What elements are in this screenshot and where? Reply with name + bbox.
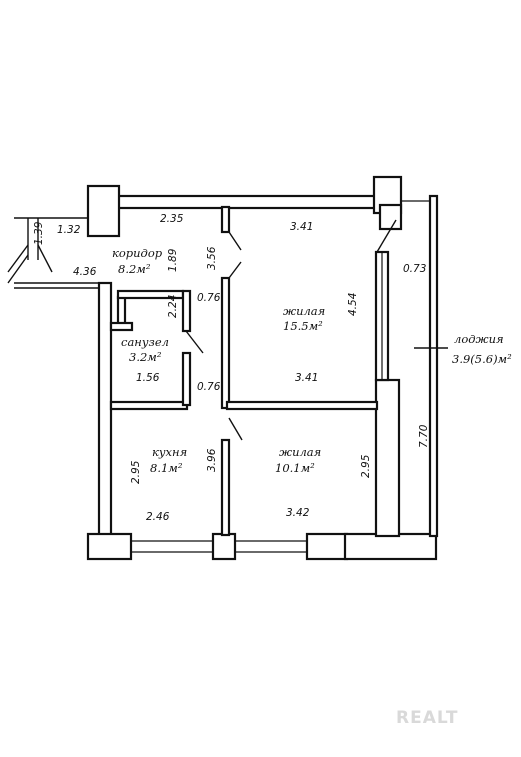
dim-0-76-a: 0.76 <box>197 292 221 304</box>
living-small-name: жилая <box>279 445 321 459</box>
dim-3-96: 3.96 <box>206 448 218 472</box>
loggia-area: 3.9(5.6)м² <box>452 352 512 366</box>
bathroom-lower-right <box>181 351 192 407</box>
dim-1-56: 1.56 <box>136 372 160 384</box>
living-small-area: 10.1м² <box>275 461 315 475</box>
pillar-bottom-right <box>305 532 349 561</box>
dim-7-70: 7.70 <box>418 424 430 448</box>
top-wall <box>116 194 378 210</box>
dim-3-56: 3.56 <box>206 246 218 270</box>
door-bathroom <box>185 330 204 354</box>
dim-2-95-right: 2.95 <box>360 454 372 478</box>
corridor-area: 8.2м² <box>118 262 151 276</box>
right-wall <box>374 378 401 538</box>
walls <box>86 175 439 561</box>
door-bedroom-large-2 <box>228 261 242 279</box>
loggia-railing <box>428 194 439 538</box>
entrance <box>7 217 99 289</box>
dim-2-46: 2.46 <box>146 511 170 523</box>
bottom-right-wall <box>343 532 438 561</box>
partition-lower <box>220 438 231 537</box>
kitchen-area: 8.1м² <box>150 461 183 475</box>
pillar-bottom-left <box>86 532 133 561</box>
doors <box>185 219 397 441</box>
dim-1-32: 1.32 <box>57 224 81 236</box>
dim-3-42: 3.42 <box>286 507 310 519</box>
pillar-bottom-middle <box>211 532 237 561</box>
dim-4-36: 4.36 <box>73 266 97 278</box>
dim-4-54: 4.54 <box>347 293 359 316</box>
pillar-right <box>378 203 403 231</box>
bathroom-area: 3.2м² <box>129 350 162 364</box>
dim-3-41-top: 3.41 <box>290 221 313 233</box>
corridor-name: коридор <box>112 246 163 260</box>
dim-0-73: 0.73 <box>403 263 426 275</box>
dim-1-89: 1.89 <box>167 248 179 272</box>
left-wall <box>97 281 113 537</box>
windows <box>131 200 430 553</box>
door-bedroom-large <box>228 231 242 251</box>
dim-3-41-bottom: 3.41 <box>295 372 318 384</box>
bathroom-right-wall <box>181 289 192 333</box>
dim-2-95-left: 2.95 <box>130 460 142 484</box>
bathroom-name: санузел <box>121 335 169 349</box>
partition-middle <box>220 276 231 410</box>
living-large-area: 15.5м² <box>283 319 323 333</box>
dim-0-76-b: 0.76 <box>197 381 221 393</box>
door-loggia <box>376 219 397 253</box>
kitchen-top-wall <box>109 400 189 411</box>
kitchen-name: кухня <box>152 445 187 459</box>
partition-upper <box>220 205 231 234</box>
dim-1-39: 1.39 <box>33 221 45 245</box>
dim-2-35: 2.35 <box>160 213 184 225</box>
room-labels: коридор 8.2м² санузел 3.2м² жилая 15.5м²… <box>112 246 512 475</box>
bathroom-inner-wall <box>109 321 134 332</box>
dimension-labels: 1.39 1.32 2.35 4.36 1.89 3.56 3.41 0.73 … <box>33 213 430 523</box>
door-kitchen <box>228 417 243 441</box>
living-large-name: жилая <box>283 304 325 318</box>
loggia-name: лоджия <box>454 332 504 346</box>
pillar-top-left <box>86 184 121 238</box>
dim-2-24: 2.24 <box>167 295 179 318</box>
bedroom-divider <box>225 400 379 411</box>
realt-watermark: REALT <box>396 708 458 728</box>
